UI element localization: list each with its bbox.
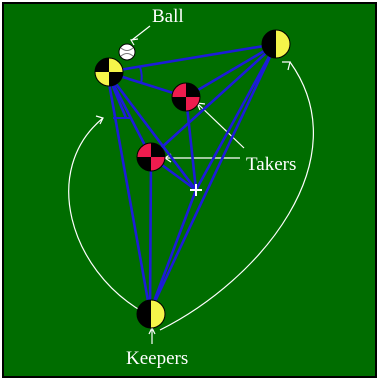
taker-lower-shade [137,143,165,171]
line-k1-k3 [105,71,152,313]
center-cross [190,184,202,196]
angle-arc-top [139,66,143,85]
taker-upper-shade [172,83,200,111]
keepers-label: Keepers [126,348,188,369]
line-k3-center [148,189,198,313]
ball-label: Ball [152,6,184,27]
taker-upper [171,82,201,112]
line-k1-k2 [106,42,277,74]
ball-body [118,43,136,61]
keeper-top-right-shade [262,30,276,58]
field-background [2,2,377,378]
line-k1-center [105,71,198,191]
ball-seam [120,47,134,57]
arrowhead-left-curve [95,115,104,125]
ball-pointer-line [131,25,151,41]
line-t1-center [184,96,198,191]
arrowhead-ball [130,38,139,46]
keeper-bottom [136,299,166,329]
line-k2-k3 [148,43,278,313]
keeper-bottom-shade [137,300,151,328]
arrowhead-right-curve [282,61,291,71]
line-k1-t2 [105,71,153,158]
takers-label: Takers [246,154,296,175]
keeper-left-shade [95,58,123,86]
line-k2-t2 [150,43,277,158]
right-keeper-curve [159,61,314,331]
pass-lines [105,42,278,313]
line-k2-center [194,43,278,191]
keeper-left [94,57,124,87]
line-k3-t2 [148,156,153,313]
line-k2-t1 [185,42,277,99]
takers-pointer-upper [197,103,245,149]
keeper-top-right [261,29,291,59]
left-keeper-curve [68,117,144,313]
angle-markers [113,66,143,119]
annotation-curves [68,25,314,344]
ball [118,43,136,61]
taker-lower [136,142,166,172]
